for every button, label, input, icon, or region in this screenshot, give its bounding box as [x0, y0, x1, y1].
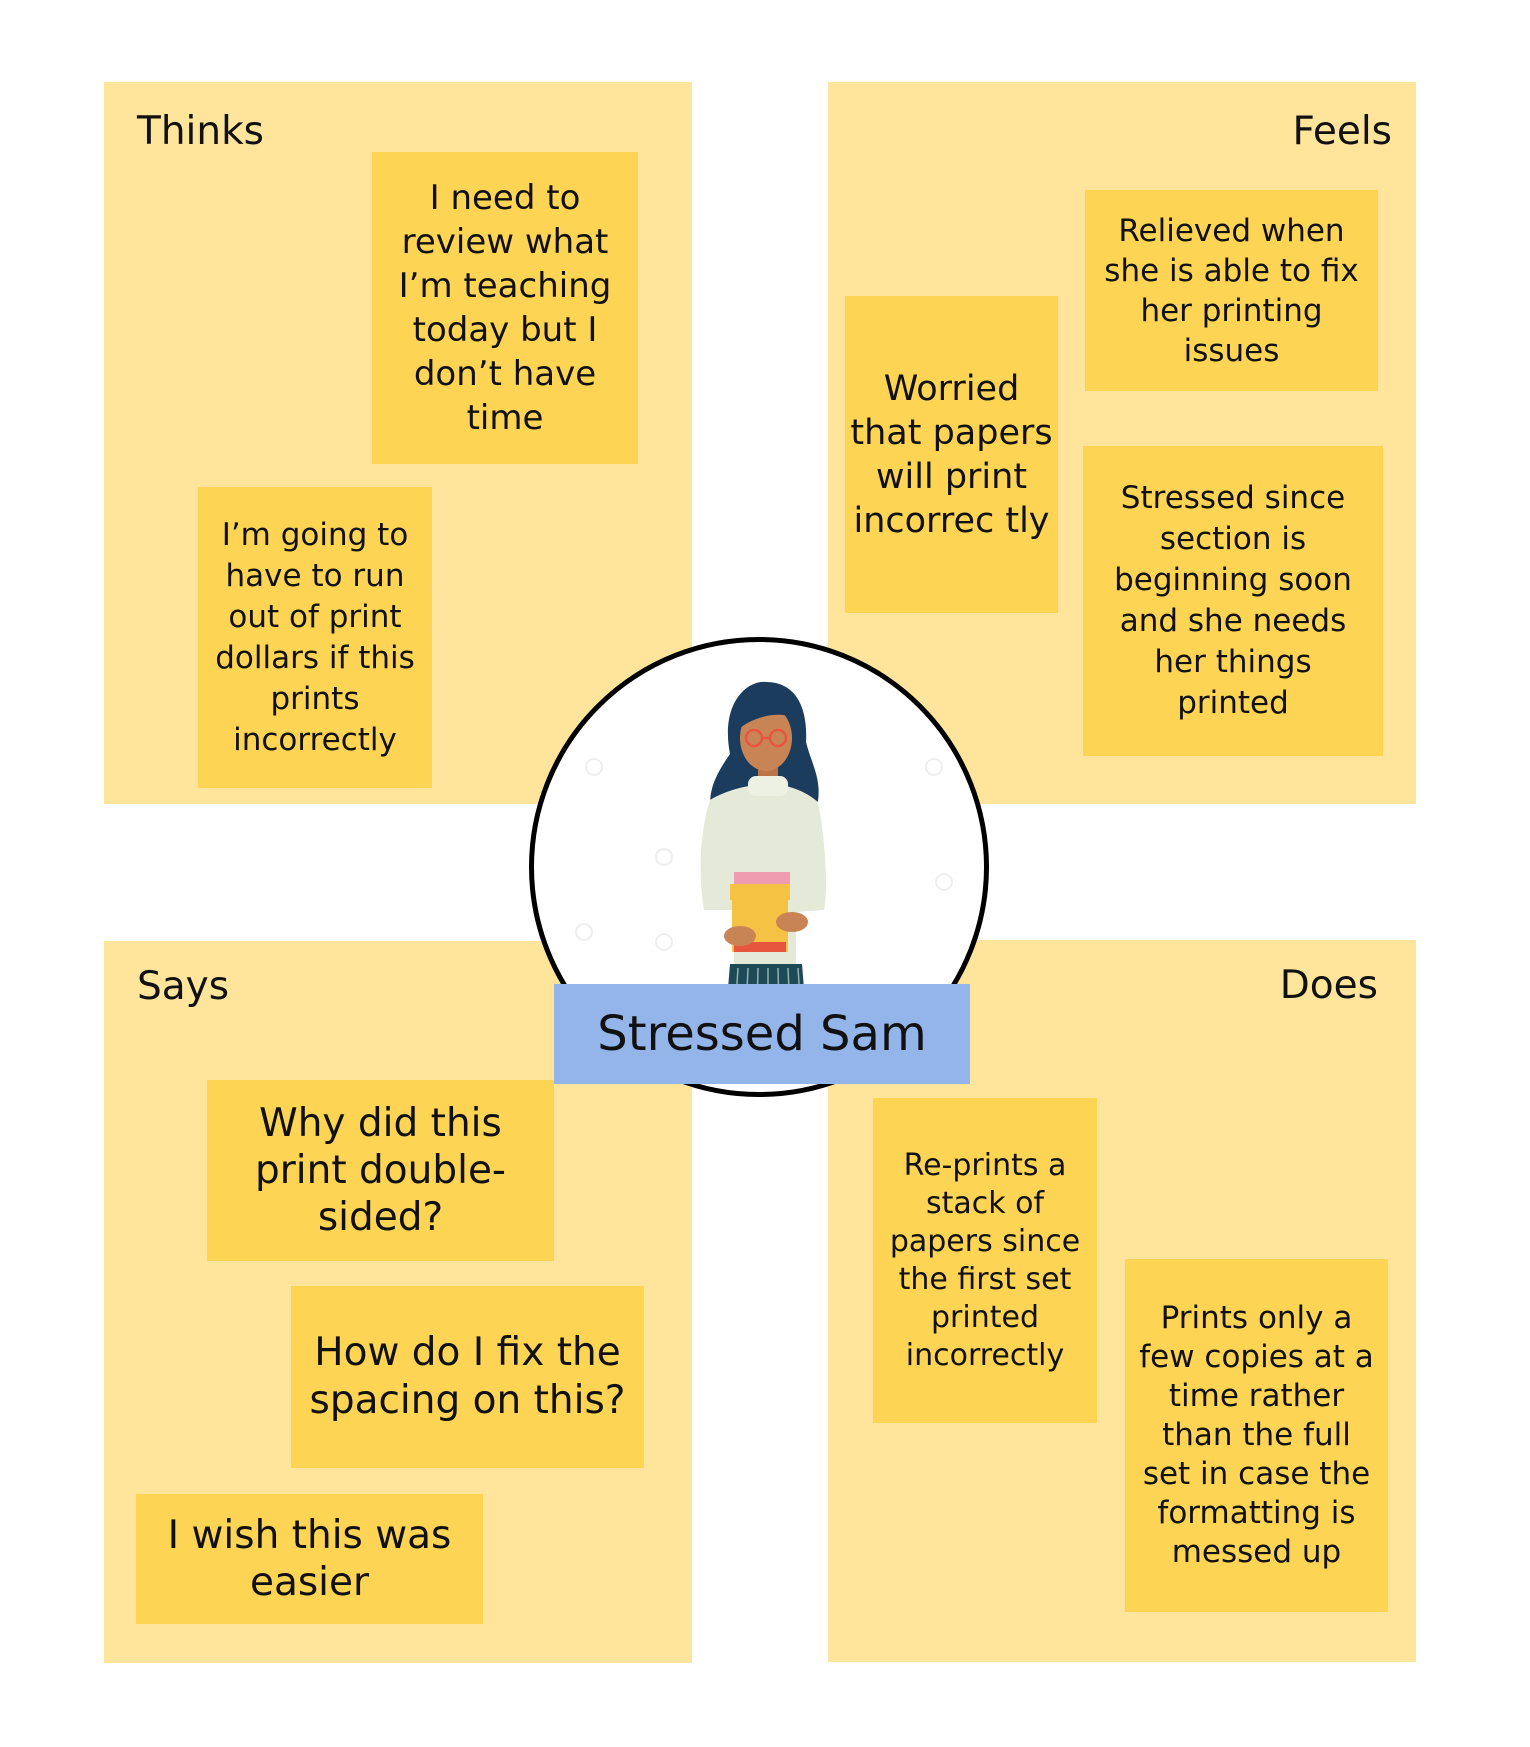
thinks-title: Thinks	[137, 109, 264, 154]
feels-note-3[interactable]: Stressed since section is beginning soon…	[1083, 446, 1383, 756]
note-text: Why did this print double-sided?	[254, 1101, 507, 1240]
does-note-2[interactable]: Prints only a few copies at a time rathe…	[1125, 1259, 1388, 1612]
says-note-1[interactable]: Why did this print double-sided?	[207, 1080, 554, 1261]
note-text: Relieved when she is able to fix her pri…	[1104, 212, 1359, 369]
persona-name-label: Stressed Sam	[554, 984, 970, 1084]
note-text: I wish this was easier	[167, 1513, 452, 1605]
note-text: I’m going to have to run out of print do…	[215, 516, 415, 758]
says-note-2[interactable]: How do I fix the spacing on this?	[291, 1286, 644, 1468]
note-text: How do I fix the spacing on this?	[309, 1330, 626, 1423]
note-text: Worried that papers will print incorrec …	[850, 368, 1053, 541]
note-text: Stressed since section is beginning soon…	[1114, 480, 1352, 721]
says-title: Says	[137, 964, 230, 1009]
note-text: Re-prints a stack of papers since the fi…	[889, 1147, 1081, 1373]
does-title: Does	[1279, 963, 1378, 1008]
feels-title: Feels	[1292, 109, 1392, 154]
thinks-note-1[interactable]: I need to review what I’m teaching today…	[372, 152, 638, 464]
note-text: Prints only a few copies at a time rathe…	[1139, 1300, 1374, 1570]
says-note-3[interactable]: I wish this was easier	[136, 1494, 483, 1624]
note-text: I need to review what I’m teaching today…	[398, 178, 612, 438]
thinks-note-2[interactable]: I’m going to have to run out of print do…	[198, 487, 432, 788]
feels-note-1[interactable]: Relieved when she is able to fix her pri…	[1085, 190, 1378, 391]
does-note-1[interactable]: Re-prints a stack of papers since the fi…	[873, 1098, 1097, 1423]
persona-name: Stressed Sam	[597, 1006, 927, 1062]
feels-note-2[interactable]: Worried that papers will print incorrec …	[845, 296, 1058, 613]
